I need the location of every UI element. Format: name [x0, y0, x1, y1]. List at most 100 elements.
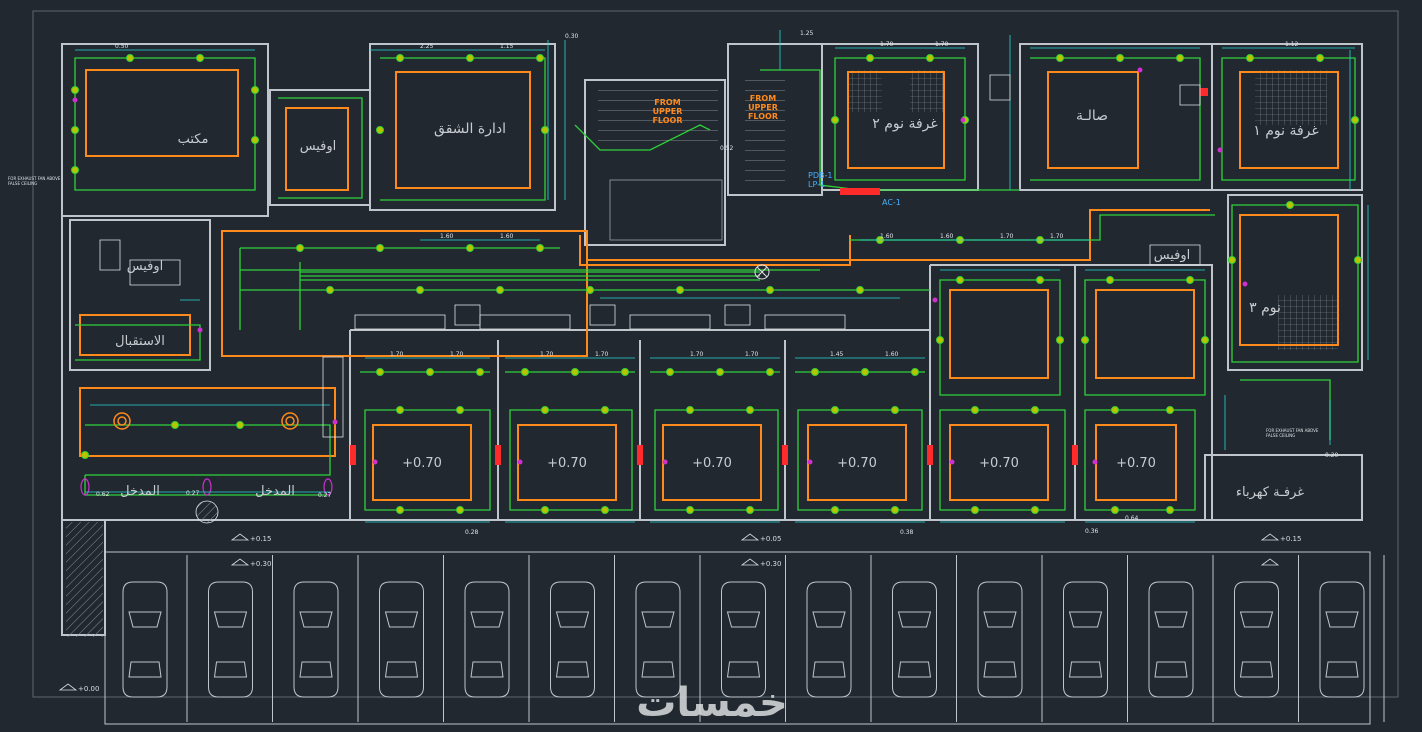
level-1: +0.15: [250, 535, 271, 543]
parking-area: [104, 551, 1385, 725]
parked-car-icon: [464, 581, 510, 698]
dimension-label: 0.50: [115, 43, 129, 50]
dimension-label: 1.70: [935, 41, 949, 48]
dimension-label: 1.15: [500, 43, 514, 50]
parked-car-icon: [550, 581, 595, 698]
dimension-label: 1.12: [1285, 41, 1299, 48]
dimension-label: 1.60: [885, 351, 899, 358]
room-label-bed2: غرفة نوم ٢: [872, 116, 937, 132]
dimension-label: 0.62: [96, 491, 110, 498]
building-walls: [61, 43, 1363, 636]
dimension-label: 1.45: [830, 351, 844, 358]
watermark: خمسات: [636, 680, 788, 726]
note-exhaust-right: FOR EXHAUST FAN ABOVE FALSE CEILING: [1266, 428, 1318, 438]
dimension-label: 0.20: [1325, 452, 1339, 459]
parked-car-icon: [892, 581, 937, 698]
shop-level-3: +0.70: [692, 456, 732, 471]
dimension-label: 0.27: [318, 492, 332, 499]
bed2-left-bed: [848, 70, 882, 112]
dimension-label: 1.70: [390, 351, 404, 358]
switch-points: [72, 67, 1248, 465]
ramp-hatch: [66, 522, 103, 637]
lighting-circuits: [74, 57, 1359, 511]
shop-level-2: +0.70: [547, 456, 587, 471]
parked-car-icon: [1063, 581, 1108, 698]
lp-tag: LP-1: [808, 180, 825, 189]
dimension-label: 0.30: [565, 33, 579, 40]
dimension-label: 1.70: [1000, 233, 1014, 240]
parked-car-icon: [1234, 581, 1279, 698]
dimension-label: 0.36: [1085, 528, 1099, 535]
parked-car-icon: [293, 581, 339, 698]
room-label-office-top: مكتب: [178, 132, 209, 147]
parked-car-icon: [379, 581, 424, 698]
dimension-label: 1.70: [880, 41, 894, 48]
room-label-office2: اوفيس: [300, 139, 337, 154]
shop-level-6: +0.70: [1116, 456, 1156, 471]
dimension-label: 1.70: [450, 351, 464, 358]
sheet-border: [32, 10, 1399, 698]
purple-entry-markers: [80, 478, 333, 496]
room-label-office-left: اوفيس: [127, 259, 164, 274]
dimension-label: 0.64: [1125, 515, 1139, 522]
room-label-hall: صالـة: [1076, 108, 1108, 124]
level-5: +0.15: [1280, 535, 1301, 543]
stairs-right: [745, 80, 785, 190]
room-label-entrance1: المدخل: [120, 484, 160, 499]
dimension-label: 0.52: [720, 145, 734, 152]
note-from-upper-1: FROM UPPER FLOOR: [652, 98, 682, 125]
room-label-apt-admin: ادارة الشقق: [434, 121, 506, 137]
dimension-label: 1.25: [800, 30, 814, 37]
level-markers: [58, 533, 1280, 691]
room-label-electric: غرفـة كهرباء: [1236, 485, 1304, 500]
room-label-bed3: نوم ٣: [1249, 300, 1281, 316]
parked-car-icon: [1319, 581, 1365, 698]
bed2-right-bed: [910, 70, 944, 112]
dimension-label: 1.60: [880, 233, 894, 240]
distribution-panels: [350, 88, 1208, 465]
level-4: +0.30: [760, 560, 781, 568]
stairs-lower: [609, 179, 723, 241]
dimension-label: 1.70: [540, 351, 554, 358]
shop-level-5: +0.70: [979, 456, 1019, 471]
panel-tag: PDB-1: [808, 171, 832, 180]
level-3: +0.05: [760, 535, 781, 543]
dimension-label: 0.28: [465, 529, 479, 536]
room-label-bed1: غرفة نوم ١: [1253, 123, 1318, 139]
dimension-label: 1.70: [690, 351, 704, 358]
note-exhaust-left: FOR EXHAUST FAN ABOVE FALSE CEILING: [8, 176, 60, 186]
dimension-label: 0.27: [186, 490, 200, 497]
room-label-entrance2: المدخل: [255, 484, 295, 499]
bed3-bed: [1278, 295, 1338, 350]
dimension-label: 0.38: [900, 529, 914, 536]
dimension-label: 1.70: [595, 351, 609, 358]
dimension-label: 1.60: [940, 233, 954, 240]
note-from-upper-2: FROM UPPER FLOOR: [748, 94, 778, 121]
parked-car-icon: [1148, 581, 1194, 698]
pendant-fixtures: [113, 412, 299, 430]
level-6: +0.00: [78, 685, 99, 693]
parked-car-icon: [122, 581, 168, 698]
parked-car-icon: [635, 581, 681, 698]
room-label-reception: الاستقبال: [115, 334, 165, 349]
shop-level-4: +0.70: [837, 456, 877, 471]
dimension-label: 1.60: [500, 233, 514, 240]
parked-car-icon: [208, 581, 253, 698]
parked-car-icon: [721, 581, 766, 698]
parked-car-icon: [977, 581, 1023, 698]
room-label-office-right: اوفيس: [1154, 248, 1191, 263]
level-2: +0.30: [250, 560, 271, 568]
dimension-label: 1.70: [745, 351, 759, 358]
stairs-upper: [598, 88, 718, 148]
shop-level-1: +0.70: [402, 456, 442, 471]
ceiling-fan: [754, 264, 770, 280]
misc-symbols: [99, 74, 1201, 524]
dimension-texts: 0.50 2.25 1.15 0.30 1.25 1.70 1.70 1.60 1.60 1.60…: [96, 30, 1339, 536]
bed1-bed: [1255, 70, 1327, 125]
dimension-lines: [75, 30, 1369, 523]
dimension-label: 2.25: [420, 43, 434, 50]
parked-car-icon: [806, 581, 852, 698]
dimension-label: 1.60: [440, 233, 454, 240]
dimension-label: 1.70: [1050, 233, 1064, 240]
